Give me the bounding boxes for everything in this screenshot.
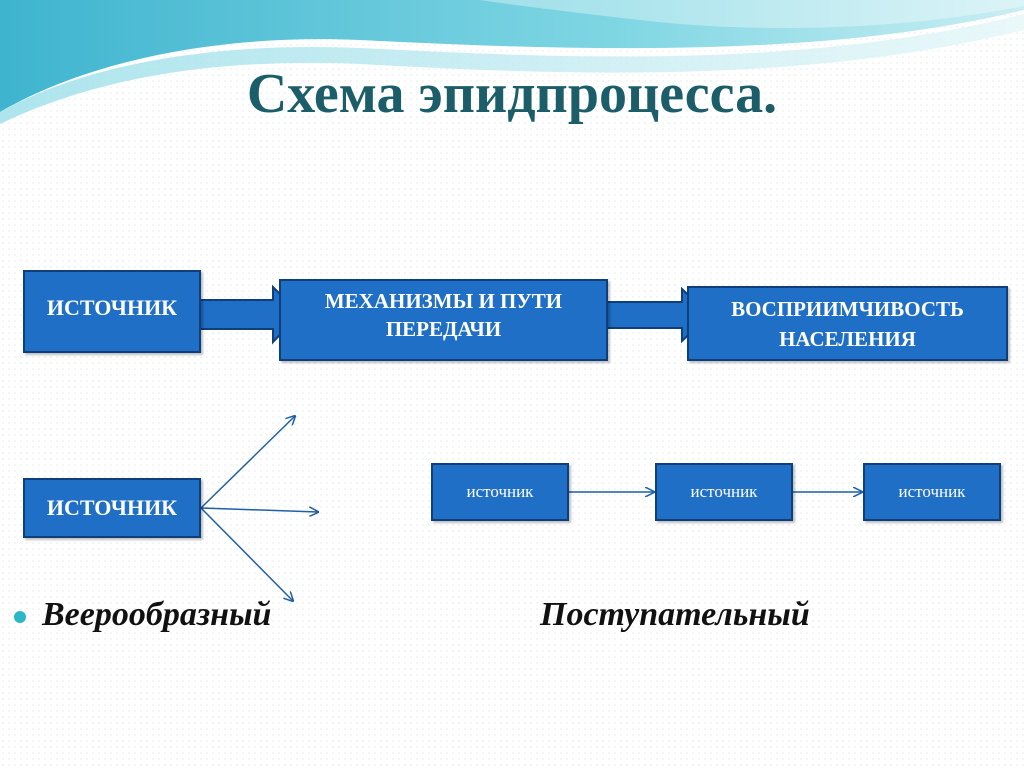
sequential-source-label-3: источник: [898, 482, 966, 501]
sequential-type-label: Поступательный: [540, 596, 810, 633]
slide-title: Схема эпидпроцесса.: [246, 63, 778, 125]
source-box: ИСТОЧНИК: [23, 270, 201, 353]
sequential-source-box-1: источник: [431, 463, 569, 521]
sequential-source-label-1: источник: [466, 482, 534, 501]
mechanisms-line-2: ПЕРЕДАЧИ: [385, 317, 502, 341]
decorative-waves: [0, 0, 1024, 124]
source-label: ИСТОЧНИК: [46, 294, 178, 320]
sequential-source-box-3: источник: [863, 463, 1001, 521]
susceptibility-line-1: ВОСПРИИМЧИВОСТЬ: [731, 297, 964, 321]
mechanisms-line-1: МЕХАНИЗМЫ И ПУТИ: [324, 289, 563, 313]
mechanisms-box: МЕХАНИЗМЫ И ПУТИ ПЕРЕДАЧИ: [279, 279, 608, 361]
bullet-icon: [14, 611, 26, 623]
fan-type-label: Веерообразный: [42, 596, 272, 633]
sequential-source-box-2: источник: [655, 463, 793, 521]
susceptibility-box: ВОСПРИИМЧИВОСТЬ НАСЕЛЕНИЯ: [687, 286, 1008, 361]
fan-source-label: ИСТОЧНИК: [46, 495, 178, 520]
susceptibility-line-2: НАСЕЛЕНИЯ: [779, 327, 916, 351]
fan-source-box: ИСТОЧНИК: [23, 478, 201, 538]
sequential-source-label-2: источник: [690, 482, 758, 501]
